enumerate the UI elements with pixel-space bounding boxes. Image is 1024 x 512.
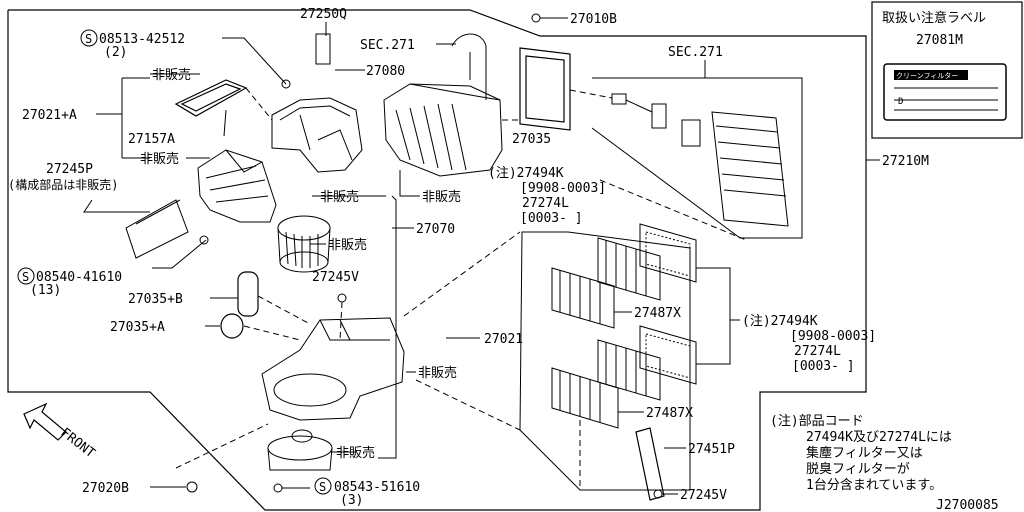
filter-region <box>519 231 691 491</box>
grommet-27020B <box>186 481 198 493</box>
note-heading: (注)部品コード <box>770 414 864 429</box>
screw-08540-number: 08540-41610 <box>36 270 122 285</box>
sticker-header-text: クリーンフィルター <box>896 71 958 80</box>
part-27010B: 27010B <box>570 12 617 27</box>
evaporator-core <box>711 111 789 227</box>
dashed-lines <box>175 87 747 490</box>
filter-27487X-lower <box>551 339 661 429</box>
part-27035A: 27035+A <box>110 320 165 335</box>
screw-08543 <box>273 483 283 493</box>
case-upper <box>383 83 503 177</box>
screw-08513 <box>281 79 291 89</box>
nonsale-label-2: 非販売 <box>140 151 179 167</box>
screw-08543-qty: (3) <box>340 493 363 508</box>
part-27070: 27070 <box>416 222 455 237</box>
screw-08540-qty: (13) <box>30 283 61 298</box>
sec271-pipe <box>451 33 487 100</box>
nonsale-label-6: 非販売 <box>418 365 457 381</box>
blower-motor <box>267 429 333 471</box>
filter-27487X-upper <box>551 237 661 329</box>
nonsale-label-4: 非販売 <box>320 189 359 205</box>
seal-frame-27035 <box>519 47 571 131</box>
evaporator-region <box>591 77 803 239</box>
filter-frame-27157A <box>174 79 248 117</box>
note-line-3: 脱臭フィルターが <box>806 462 910 477</box>
part-27021: 27021 <box>484 332 523 347</box>
part-27245P: 27245P <box>46 162 93 177</box>
part-27451P: 27451P <box>688 442 735 457</box>
part-27210M: 27210M <box>882 154 929 169</box>
sticker-header-bar <box>894 70 968 80</box>
screw-08513-qty: (2) <box>104 45 127 60</box>
date-from-2: [0003- ] <box>792 359 855 374</box>
nonsale-label-1: 非販売 <box>152 67 191 83</box>
part-27245V-1: 27245V <box>312 270 359 285</box>
nonsale-label-5: 非販売 <box>328 237 367 253</box>
part-27157A: 27157A <box>128 132 175 147</box>
note-line-4: 1台分含まれています。 <box>806 477 942 493</box>
diagram-id: J2700085 <box>936 498 999 512</box>
leader-lines <box>83 17 880 495</box>
sticker-d-mark: D <box>898 97 903 107</box>
part-27080: 27080 <box>366 64 405 79</box>
clip-27250Q <box>315 33 331 65</box>
screw-27010B <box>531 13 541 23</box>
s-mark-icon <box>17 29 332 495</box>
part-27035B: 27035+B <box>128 292 183 307</box>
screw-08513-number: 08513-42512 <box>99 32 185 47</box>
part-27245P-note: (構成部品は非販売) <box>8 177 118 192</box>
s-mark-glyph: S <box>319 480 326 494</box>
part-27274L-2: 27274L <box>794 344 841 359</box>
date-range-2: [9908-0003] <box>790 329 876 344</box>
label-inset-box <box>871 1 1023 139</box>
note-27494K-1: (注)27494K <box>488 166 564 181</box>
part-27020B: 27020B <box>82 481 129 496</box>
label-box-part: 27081M <box>916 33 963 48</box>
part-27035: 27035 <box>512 132 551 147</box>
label-box-title: 取扱い注意ラベル <box>882 10 986 26</box>
part-27274L-1: 27274L <box>522 196 569 211</box>
front-arrow-icon <box>23 402 67 441</box>
ref-sec271-b: SEC.271 <box>668 45 723 60</box>
seal-27035B <box>237 271 259 317</box>
date-from-1: [0003- ] <box>520 211 583 226</box>
note-line-2: 集塵フィルター又は <box>806 445 923 461</box>
filter-27245P <box>125 199 189 259</box>
nonsale-label-3: 非販売 <box>422 189 461 205</box>
nonsale-label-7: 非販売 <box>336 445 375 461</box>
filter-27494K-mesh <box>639 223 697 385</box>
expansion-valve <box>611 93 701 147</box>
part-27250Q: 27250Q <box>300 7 347 22</box>
seal-27035A <box>220 313 244 339</box>
cover-27451P <box>635 427 665 501</box>
assembly-outline <box>7 9 867 511</box>
s-mark-glyph: S <box>85 32 92 46</box>
note-line-1: 27494K及び27274Lには <box>806 430 952 445</box>
clip-27245V <box>337 293 347 303</box>
intake-housing <box>197 149 277 223</box>
date-range-1: [9908-0003] <box>520 181 606 196</box>
part-27021A: 27021+A <box>22 108 77 123</box>
caution-label-sticker <box>883 63 1007 121</box>
clip-27245V-lower <box>653 489 663 499</box>
part-27245V-2: 27245V <box>680 488 727 503</box>
part-27487X-1: 27487X <box>634 306 681 321</box>
blower-fan <box>277 215 331 273</box>
screw-08543-number: 08543-51610 <box>334 480 420 495</box>
ref-sec271-a: SEC.271 <box>360 38 415 53</box>
part-27487X-2: 27487X <box>646 406 693 421</box>
s-mark-glyph: S <box>22 270 29 284</box>
screw-08540 <box>199 235 209 245</box>
intake-unit-upper <box>271 97 363 173</box>
blower-case-lower <box>261 317 405 421</box>
note-27494K-2: (注)27494K <box>742 314 818 329</box>
front-label: FRONT <box>58 425 98 461</box>
